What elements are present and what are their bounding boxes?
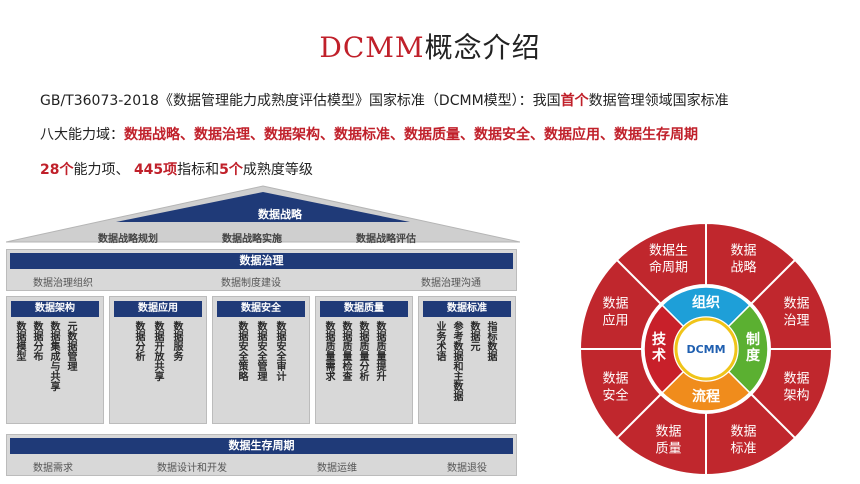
inner-sector (643, 304, 685, 394)
column-title: 数据质量 (320, 301, 408, 317)
column-item: 参考数据和主数据 (451, 321, 462, 401)
column-application: 数据应用 数据分析 数据开放共享 数据服务 (109, 296, 207, 424)
column-item: 指标数据 (485, 321, 496, 361)
lifecycle-band: 数据生存周期 数据需求 数据设计和开发 数据运维 数据退役 (6, 434, 517, 476)
column-item: 业务术语 (434, 321, 445, 361)
core-label: DCMM (686, 343, 725, 356)
outer-label: 安全 (602, 388, 628, 404)
column-security: 数据安全 数据安全策略 数据安全管理 数据安全审计 (212, 296, 310, 424)
intro-highlight: 首个 (560, 93, 589, 109)
column-item: 数据开放共享 (152, 321, 163, 381)
house-roof (6, 185, 520, 243)
page-title: DCMM概念介绍 (0, 26, 860, 66)
outer-label: 应用 (602, 312, 628, 328)
column-title: 数据安全 (217, 301, 305, 317)
intro-text: 能力项、 (73, 162, 134, 178)
governance-item: 数据治理沟通 (421, 278, 481, 289)
column-item: 数据分布 (31, 321, 42, 361)
column-item: 数据质量提升 (374, 321, 385, 381)
governance-title: 数据治理 (10, 253, 513, 269)
roof-item: 数据战略评估 (356, 234, 416, 245)
outer-label: 数据生 (649, 243, 688, 258)
outer-label: 数据 (784, 296, 810, 311)
intro-line-domains: 八大能力域：数据战略、数据治理、数据架构、数据标准、数据质量、数据安全、数据应用… (40, 124, 698, 144)
column-title: 数据标准 (423, 301, 511, 317)
column-item: 数据质量需求 (323, 321, 334, 381)
intro-text: 八大能力域： (40, 127, 124, 143)
outer-label: 数据 (655, 425, 681, 440)
governance-item: 数据治理组织 (33, 278, 93, 289)
column-item: 数据安全审计 (274, 321, 285, 381)
intro-text: 成熟度等级 (242, 162, 313, 178)
inner-label: 制 (746, 331, 760, 348)
outer-label: 标准 (730, 442, 756, 457)
intro-highlight: 数据战略、数据治理、数据架构、数据标准、数据质量、数据安全、数据应用、数据生存周… (124, 127, 698, 143)
inner-label: 技 (652, 331, 667, 348)
intro-line-counts: 28个能力项、 445项指标和5个成熟度等级 (40, 159, 313, 179)
outer-label: 命周期 (649, 259, 688, 275)
column-item: 数据安全管理 (255, 321, 266, 381)
column-item: 数据质量分析 (357, 321, 368, 381)
lifecycle-item: 数据运维 (317, 463, 357, 474)
roof-item: 数据战略规划 (98, 234, 158, 245)
outer-label: 治理 (784, 313, 810, 328)
lifecycle-item: 数据设计和开发 (157, 463, 227, 474)
intro-text: 数据管理领域国家标准 (588, 93, 729, 109)
lifecycle-title: 数据生存周期 (10, 438, 513, 454)
lifecycle-item: 数据退役 (447, 463, 487, 474)
governance-item: 数据制度建设 (221, 278, 281, 289)
column-item: 元数据管理 (65, 321, 76, 371)
outer-label: 架构 (784, 389, 810, 404)
intro-highlight: 445项 (133, 162, 178, 178)
column-title: 数据应用 (114, 301, 202, 317)
roof-title: 数据战略 (258, 208, 302, 221)
column-item: 数据模型 (14, 321, 25, 361)
column-standards: 数据标准 业务术语 参考数据和主数据 数据元 指标数据 (418, 296, 516, 424)
outer-sector (615, 221, 707, 306)
column-quality: 数据质量 数据质量需求 数据质量检查 数据质量分析 数据质量提升 (315, 296, 413, 424)
column-item: 数据质量检查 (340, 321, 351, 381)
outer-label: 战略 (730, 259, 756, 275)
inner-label: 术 (652, 347, 666, 364)
column-title: 数据架构 (11, 301, 99, 317)
column-item: 数据分析 (133, 321, 144, 361)
lifecycle-item: 数据需求 (33, 463, 73, 474)
intro-text: 指标和 (177, 162, 220, 178)
inner-label: 组织 (692, 294, 720, 311)
column-architecture: 数据架构 数据模型 数据分布 数据集成与共享 元数据管理 (6, 296, 104, 424)
intro-line-standard: GB/T36073-2018《数据管理能力成熟度评估模型》国家标准（DCMM模型… (40, 90, 729, 110)
outer-label: 数据 (602, 372, 628, 387)
inner-label: 度 (746, 347, 761, 364)
intro-highlight: 5个 (219, 162, 243, 178)
title-en: DCMM (319, 31, 425, 64)
column-item: 数据安全策略 (236, 321, 247, 381)
title-zh: 概念介绍 (424, 31, 541, 64)
column-item: 数据服务 (171, 321, 182, 361)
intro-text: GB/T36073-2018《数据管理能力成熟度评估模型》国家标准（DCMM模型… (40, 93, 561, 109)
outer-label: 质量 (655, 442, 681, 457)
outer-label: 数据 (730, 425, 756, 440)
dcmm-wheel: 数据战略数据治理数据架构数据标准数据质量数据安全数据应用数据生命周期组织制度流程… (578, 221, 834, 477)
core-circle (674, 317, 738, 381)
roof-item: 数据战略实施 (222, 234, 282, 245)
column-item: 数据元 (468, 321, 479, 351)
column-item: 数据集成与共享 (48, 321, 59, 391)
outer-label: 数据 (730, 243, 756, 258)
governance-band: 数据治理 数据治理组织 数据制度建设 数据治理沟通 (6, 249, 517, 291)
outer-label: 数据 (602, 296, 628, 311)
intro-highlight: 28个 (40, 162, 74, 178)
inner-label: 流程 (692, 388, 720, 405)
outer-label: 数据 (784, 372, 810, 387)
